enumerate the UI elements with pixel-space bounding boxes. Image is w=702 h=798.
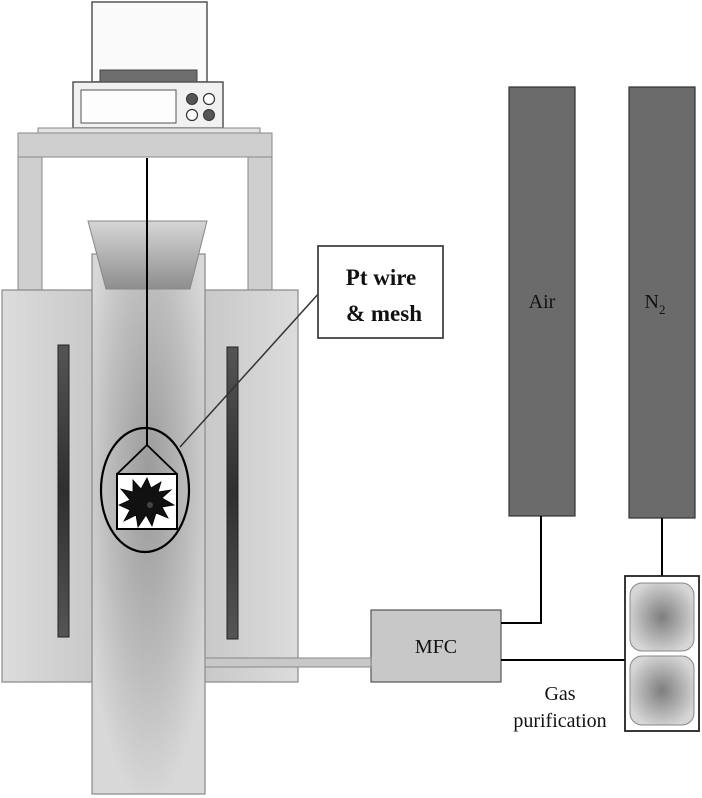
- gas-inlet-pipe: [204, 657, 372, 668]
- frame-top-plate: [37, 127, 261, 134]
- gas-cylinders: Air N2: [508, 86, 696, 519]
- balance-pan: [99, 69, 198, 83]
- balance-cover: [91, 1, 208, 83]
- gas-lines: [501, 516, 663, 661]
- balance-knob: [202, 92, 216, 106]
- heating-element-left: [57, 344, 70, 638]
- balance: [72, 1, 224, 129]
- air-label: Air: [529, 291, 556, 313]
- frame-left-leg: [17, 156, 43, 292]
- balance-knob: [185, 108, 199, 122]
- gas-purification: Gas purification: [513, 575, 700, 732]
- callout-box: [317, 245, 444, 339]
- basket-hanger: [146, 444, 178, 475]
- callout-text-line1: Pt wire: [346, 265, 416, 290]
- inlet-pipe: [204, 657, 372, 668]
- air-cylinder: [508, 86, 576, 517]
- gas-purification-label-line2: purification: [513, 710, 606, 732]
- callout-text-line2: & mesh: [346, 301, 422, 326]
- air-line: [501, 516, 542, 624]
- sample-particle-highlight: [147, 502, 153, 508]
- n2-label-subscript: 2: [659, 302, 666, 317]
- purification-cartridge-upper: [629, 582, 695, 652]
- support-frame: [17, 127, 273, 292]
- balance-display: [80, 89, 177, 124]
- purification-cartridge-lower: [629, 655, 695, 726]
- heating-element-right: [226, 346, 239, 640]
- mfc: MFC: [370, 609, 502, 683]
- sample-particle: [118, 477, 176, 529]
- n2-label-base: N: [645, 291, 659, 313]
- balance-knob: [203, 109, 215, 121]
- callout: Pt wire & mesh: [179, 245, 444, 448]
- basket-hanger: [116, 444, 148, 475]
- balance-knob: [186, 93, 198, 105]
- frame-right-leg: [247, 156, 273, 292]
- frame-crossbar: [17, 132, 273, 158]
- gas-purification-label-line1: Gas: [544, 683, 575, 705]
- n2-label: N2: [645, 291, 666, 317]
- sample-basket: [99, 426, 191, 554]
- callout-leader: [179, 291, 321, 448]
- mfc-label: MFC: [415, 636, 457, 658]
- basket-highlight-ellipse: [99, 426, 191, 554]
- mfc-box: [370, 609, 502, 683]
